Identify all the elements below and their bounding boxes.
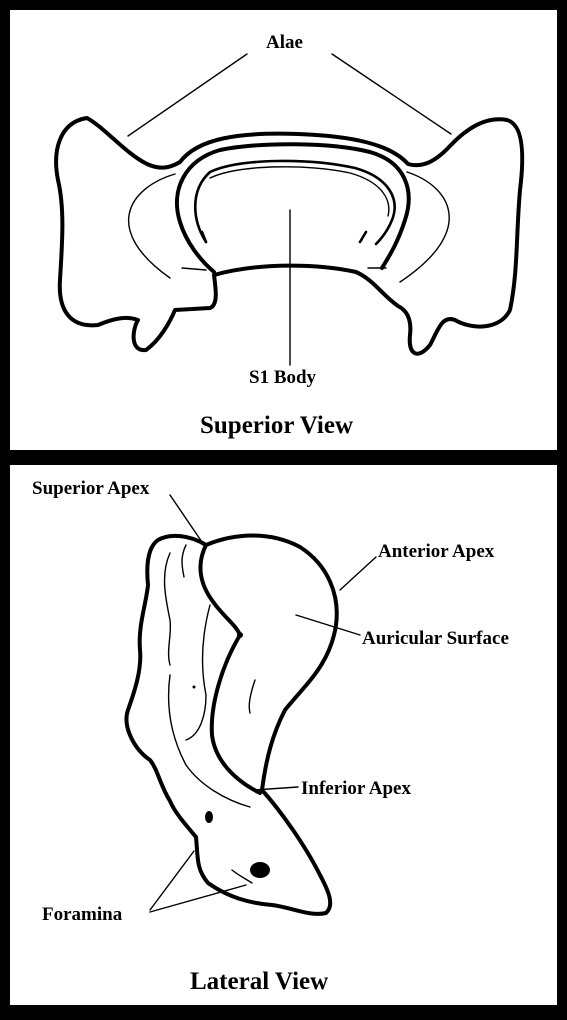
lateral-dot [193,686,196,689]
foramina-pointer-lower [150,885,246,912]
s1-body-outline [177,144,409,268]
anterior-apex-pointer [340,557,376,590]
lateral-contour-5 [249,680,255,713]
alae-pointer-right [332,54,451,134]
label-anterior-apex: Anterior Apex [378,541,494,563]
auricular-surface-groove [200,545,260,793]
lateral-contour-1 [165,553,171,665]
s1-body-inner-rim [210,167,389,216]
foramen-lower [250,862,270,878]
superior-view-panel: Alae S1 Body Superior View [10,10,557,450]
lateral-contour-4 [169,675,250,807]
lateral-view-panel: Superior Apex Anterior Apex Auricular Su… [10,465,557,1005]
label-alae: Alae [266,32,303,54]
s1-inner-tick-right [360,232,366,242]
auricular-surface-pointer [296,615,360,635]
superior-view-title: Superior View [200,412,353,440]
label-foramina: Foramina [42,904,122,926]
anterior-notch-dot [237,632,243,638]
lateral-contour-2 [182,545,186,577]
sacrum-superior-outline [56,118,522,354]
lateral-contour-6 [232,870,252,883]
s1-body-outline-left [180,222,214,272]
label-inferior-apex: Inferior Apex [301,778,411,800]
ala-contour-left [129,174,175,278]
s1-inner-tick-left [202,232,206,242]
foramen-upper [205,811,213,823]
label-s1-body: S1 Body [249,367,316,389]
label-superior-apex: Superior Apex [32,478,149,500]
ala-tick-left [182,268,206,270]
alae-pointer-left [128,54,247,136]
sacrum-lateral-outline [127,536,337,914]
label-auricular-surface: Auricular Surface [362,628,509,650]
lateral-view-title: Lateral View [190,968,328,996]
lateral-contour-3 [186,605,210,740]
